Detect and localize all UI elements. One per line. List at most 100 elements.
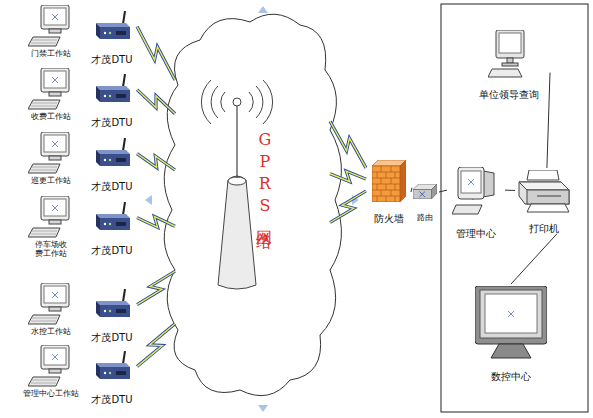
bolt-core — [137, 216, 175, 227]
connector-line — [439, 190, 447, 192]
dtu-icon — [96, 351, 130, 379]
pc-icon — [28, 345, 69, 386]
bolt-core — [137, 271, 175, 304]
node-label: 才茂DTU — [91, 245, 132, 257]
workstation: 停车场收 费工作站 — [18, 196, 84, 258]
node-label: 门禁工作站 — [31, 49, 71, 58]
dtu-device: 才茂DTU — [87, 196, 137, 256]
wired-link — [547, 73, 550, 168]
workstation: 单位领导查询 — [468, 28, 550, 100]
bolt-core — [137, 154, 175, 170]
router-icon — [413, 184, 437, 199]
wired-link — [505, 190, 515, 191]
workstation: 巡更工作站 — [18, 132, 84, 185]
node-label: 路由 — [417, 213, 433, 222]
workstation: 收费工作站 — [18, 68, 84, 121]
pc-icon — [28, 132, 69, 173]
wireless-link — [137, 90, 175, 114]
node-label: 才茂DTU — [91, 394, 132, 406]
bolt-core — [137, 324, 175, 367]
dtu-icon — [96, 138, 130, 166]
node-label: 收费工作站 — [31, 112, 71, 121]
pc-icon — [28, 5, 69, 46]
crt-icon — [452, 167, 494, 214]
bolt-outline — [137, 216, 175, 227]
node-label: 才茂DTU — [91, 181, 132, 193]
node-label: 才茂DTU — [91, 54, 132, 66]
node-label: 打印机 — [529, 223, 559, 235]
node-label: 水控工作站 — [31, 327, 71, 336]
connector-line — [511, 234, 557, 284]
printer: 打印机 — [515, 168, 573, 234]
pc-icon — [28, 283, 69, 324]
network-cloud: GPRS网络 — [175, 20, 330, 395]
dtu-device: 才茂DTU — [87, 132, 137, 192]
node-label: 才茂DTU — [91, 332, 132, 344]
server-monitor: 数控中心 — [470, 284, 552, 382]
wireless-link — [137, 216, 175, 227]
bolt-outline — [137, 27, 175, 80]
dtu-icon — [96, 74, 130, 102]
wireless-link — [137, 27, 175, 80]
node-label: 数控中心 — [491, 371, 531, 383]
dtu-device: 才茂DTU — [87, 345, 137, 405]
bolt-core — [330, 191, 366, 223]
pc-icon — [28, 68, 69, 109]
radio-tower — [201, 80, 272, 289]
bolt-core — [330, 121, 366, 168]
node-label: 才茂DTU — [91, 117, 132, 129]
node-label: 管理中心工作站 — [23, 389, 79, 398]
firewall-icon — [372, 160, 406, 202]
dtu-icon — [96, 202, 130, 230]
bolt-outline — [137, 154, 175, 170]
bolt-outline — [330, 171, 366, 182]
wired-link — [411, 188, 412, 192]
wireless-link — [137, 324, 175, 367]
bolt-core — [137, 90, 175, 114]
workstation: 管理中心 — [447, 165, 505, 239]
node-label: 管理中心 — [456, 228, 496, 240]
wireless-link — [137, 154, 175, 170]
printer-icon — [519, 170, 569, 212]
pc-icon — [28, 196, 69, 237]
wired-link — [511, 234, 557, 284]
dtu-device: 才茂DTU — [87, 68, 137, 128]
firewall: 防火墙 — [366, 158, 412, 224]
device-icons — [28, 5, 569, 386]
node-label: 单位领导查询 — [479, 89, 539, 101]
wireless-link — [330, 191, 366, 223]
node-label: 防火墙 — [374, 213, 404, 225]
node-label: 停车场收 费工作站 — [33, 240, 69, 258]
group-frame — [441, 4, 588, 412]
wired-link — [439, 190, 447, 192]
monitor-icon — [488, 30, 524, 77]
workstation: 门禁工作站 — [18, 5, 84, 58]
bolt-outline — [330, 121, 366, 168]
dtu-device: 才茂DTU — [87, 283, 137, 343]
connector-line — [547, 73, 550, 168]
cloud-outline — [164, 14, 341, 395]
connector-line — [505, 190, 515, 191]
bolt-core — [137, 27, 175, 80]
bolt-outline — [137, 90, 175, 114]
node-label: GPRS网络 — [255, 130, 273, 224]
large-monitor-icon — [475, 286, 547, 358]
wireless-link — [330, 121, 366, 168]
bolt-core — [330, 171, 366, 182]
workstation: 水控工作站 — [18, 283, 84, 336]
node-label: 巡更工作站 — [31, 176, 71, 185]
bolt-outline — [330, 191, 366, 223]
dtu-icon — [96, 11, 130, 39]
wireless-link — [330, 171, 366, 182]
bolt-outline — [137, 324, 175, 367]
bolt-outline — [137, 271, 175, 304]
workstation: 管理中心工作站 — [18, 345, 84, 398]
connector-line — [411, 188, 412, 192]
dtu-device: 才茂DTU — [87, 5, 137, 65]
wireless-link — [137, 271, 175, 304]
dtu-icon — [96, 289, 130, 317]
